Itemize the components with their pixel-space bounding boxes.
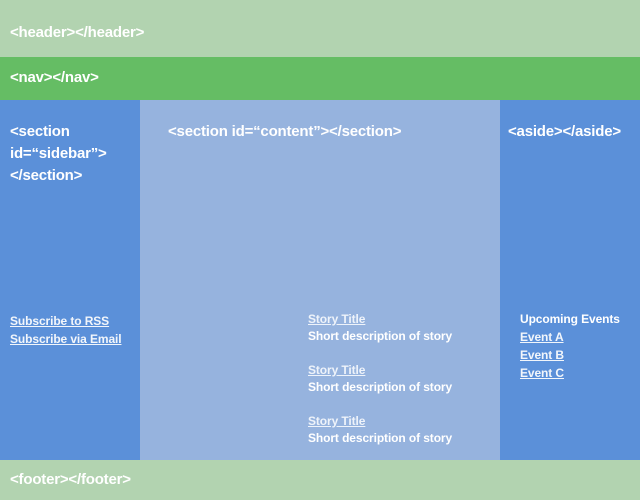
events-list: Event A Event B Event C (520, 328, 620, 382)
content-region: <section id=“content”></section> Story T… (140, 100, 500, 460)
nav-region[interactable]: <nav></nav> (0, 57, 640, 100)
story-description: Short description of story (308, 431, 453, 445)
list-item: Story Title Short description of story (308, 413, 452, 447)
story-description: Short description of story (308, 380, 453, 394)
list-item: Subscribe to RSS (10, 312, 122, 330)
columns-region: <section id=“sidebar”> </section> Subscr… (0, 100, 640, 460)
list-item: Event C (520, 364, 620, 382)
sidebar-tag-label: <section id=“sidebar”> </section> (10, 123, 107, 184)
list-item: Story Title Short description of story (308, 362, 452, 396)
content-tag-label: <section id=“content”></section> (168, 123, 402, 140)
story-description: Short description of story (308, 329, 453, 343)
header-tag-label: <header></header> (10, 24, 145, 41)
aside-region: <aside></aside> Upcoming Events Event A … (500, 100, 640, 460)
story-list: Story Title Short description of story S… (308, 311, 452, 447)
subscribe-rss-link[interactable]: Subscribe to RSS (10, 314, 110, 328)
upcoming-events-block: Upcoming Events Event A Event B Event C (520, 311, 620, 382)
event-c-link[interactable]: Event C (520, 366, 564, 380)
story-title-link[interactable]: Story Title (308, 414, 366, 428)
list-item: Event B (520, 346, 620, 364)
list-item: Story Title Short description of story (308, 311, 452, 345)
story-title-link[interactable]: Story Title (308, 312, 366, 326)
sidebar-region: <section id=“sidebar”> </section> Subscr… (0, 100, 140, 460)
upcoming-events-heading: Upcoming Events (520, 312, 620, 326)
nav-tag-label: <nav></nav> (10, 69, 99, 86)
list-item: Event A (520, 328, 620, 346)
event-b-link[interactable]: Event B (520, 348, 564, 362)
story-title-link[interactable]: Story Title (308, 363, 366, 377)
list-item: Subscribe via Email (10, 330, 122, 348)
footer-tag-label: <footer></footer> (10, 471, 131, 488)
aside-tag-label: <aside></aside> (508, 123, 621, 140)
header-region: <header></header> (0, 0, 640, 57)
subscribe-email-link[interactable]: Subscribe via Email (10, 332, 122, 346)
sidebar-link-list: Subscribe to RSS Subscribe via Email (10, 312, 122, 348)
event-a-link[interactable]: Event A (520, 330, 564, 344)
footer-region: <footer></footer> (0, 460, 640, 500)
